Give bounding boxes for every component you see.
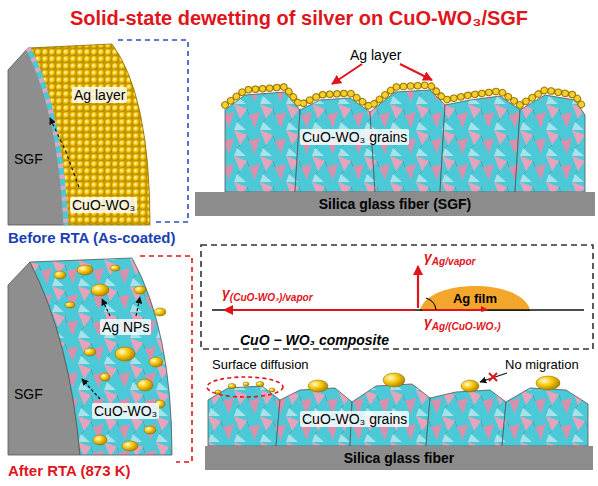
tension-label: γAg/(CuO-WO₃)	[424, 314, 501, 335]
label-wrap: Ag layer	[72, 86, 127, 104]
tension-label: γ(CuO-WO₃)/vapor	[222, 285, 313, 306]
label-wrap: Ag layer	[350, 46, 401, 64]
glass-fiber-bar: Silica glass fiber	[205, 446, 593, 470]
label-wrap: SGF	[14, 385, 43, 403]
tension-arrow	[422, 309, 481, 311]
tension-label: γAg/vapor	[424, 249, 475, 270]
tension-arrowhead	[481, 306, 489, 312]
node-text: Silica glass fiber	[344, 450, 455, 466]
label-wrap: γ(CuO-WO₃)/vapor	[222, 284, 313, 306]
part-label: Ag NPs	[100, 319, 151, 335]
subscript: Ag/vapor	[432, 256, 476, 267]
part-label: CuO-WO₃ grains	[300, 129, 409, 145]
part-label: CuO-WO₃ grains	[300, 411, 409, 427]
label-wrap: Before RTA (As-coated)	[8, 229, 176, 247]
label-wrap: No migration	[505, 355, 579, 373]
label-wrap: CuO-WO₃ grains	[300, 128, 409, 146]
state-label: Before RTA (As-coated)	[8, 230, 176, 246]
part-label: CuO-WO₃	[92, 403, 159, 419]
node-text-wrap: CuO − WO₃ composite	[240, 331, 389, 349]
label-wrap: Ag NPs	[100, 318, 151, 336]
note-label: No migration	[505, 357, 579, 373]
part-label: SGF	[14, 386, 43, 402]
title: Solid-state dewetting of silver on CuO-W…	[70, 6, 528, 30]
state-label: After RTA (873 K)	[8, 463, 131, 479]
node-text: CuO − WO₃ composite	[240, 332, 389, 348]
label-wrap: SGF	[14, 150, 43, 168]
title-wrap: Solid-state dewetting of silver on CuO-W…	[0, 6, 598, 30]
layer-label: Ag layer	[350, 47, 401, 63]
label-wrap: γAg/vapor	[424, 248, 475, 270]
label-wrap: γAg/(CuO-WO₃)	[424, 313, 501, 335]
ag-film-drop: Ag film	[420, 278, 530, 312]
label-wrap: CuO-WO₃ grains	[300, 410, 409, 428]
subscript: (CuO-WO₃)/vapor	[230, 292, 313, 303]
label-wrap: CuO-WO₃	[92, 402, 159, 420]
subscript: Ag/(CuO-WO₃)	[432, 321, 501, 332]
glass-fiber-bar: Silica glass fiber (SGF)	[195, 192, 595, 216]
contact-angle-arc	[426, 298, 436, 310]
node-text: Ag film	[453, 291, 497, 307]
note-label: Surface diffusion	[212, 357, 309, 373]
layer-label: Ag layer	[72, 87, 127, 103]
label-wrap: CuO-WO₃	[70, 196, 137, 214]
label-wrap: After RTA (873 K)	[8, 462, 131, 480]
part-label: SGF	[14, 151, 43, 167]
part-label: CuO-WO₃	[70, 197, 137, 213]
label-wrap: Surface diffusion	[212, 355, 309, 373]
drop-fill	[420, 286, 530, 310]
dashed-border	[201, 245, 593, 349]
node-text: Silica glass fiber (SGF)	[319, 196, 472, 212]
